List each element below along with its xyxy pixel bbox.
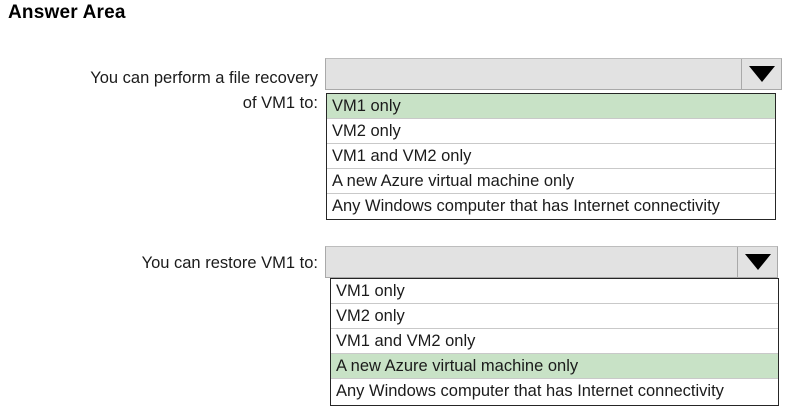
page-title: Answer Area [8,2,126,23]
option-label: VM1 and VM2 only [336,332,476,350]
option-label: A new Azure virtual machine only [336,357,579,375]
list-item[interactable]: VM2 only [331,304,778,329]
dropdown-restore-vm1-value[interactable] [326,247,737,277]
option-label: VM2 only [332,122,401,140]
dropdown-restore-vm1-toggle[interactable] [737,247,777,277]
list-item[interactable]: A new Azure virtual machine only [327,169,775,194]
list-item[interactable]: VM1 only [331,279,778,304]
chevron-down-icon [748,66,775,82]
list-item[interactable]: A new Azure virtual machine only [331,354,778,379]
question-label-line-1: You can restore VM1 to: [141,254,318,272]
dropdown-file-recovery-options[interactable]: VM1 only VM2 only VM1 and VM2 only A new… [326,93,776,220]
option-label: VM2 only [336,307,405,325]
option-label: VM1 only [336,282,405,300]
chevron-down-icon [744,254,771,270]
dropdown-file-recovery-toggle[interactable] [741,59,781,89]
list-item[interactable]: VM1 and VM2 only [331,329,778,354]
question-label-restore-vm1: You can restore VM1 to: [0,251,318,276]
list-item[interactable]: VM1 and VM2 only [327,144,775,169]
option-label: VM1 only [332,97,401,115]
question-label-line-2: of VM1 to: [242,94,318,112]
list-item[interactable]: Any Windows computer that has Internet c… [327,194,775,219]
option-label: Any Windows computer that has Internet c… [336,382,724,400]
dropdown-restore-vm1[interactable] [325,246,778,278]
dropdown-file-recovery-value[interactable] [326,59,741,89]
question-label-file-recovery: You can perform a file recovery of VM1 t… [0,66,318,116]
list-item[interactable]: VM1 only [327,94,775,119]
list-item[interactable]: VM2 only [327,119,775,144]
option-label: Any Windows computer that has Internet c… [332,197,720,215]
list-item[interactable]: Any Windows computer that has Internet c… [331,379,778,404]
option-label: VM1 and VM2 only [332,147,472,165]
option-label: A new Azure virtual machine only [332,172,575,190]
question-label-line-1: You can perform a file recovery [90,69,318,87]
dropdown-restore-vm1-options[interactable]: VM1 only VM2 only VM1 and VM2 only A new… [330,278,779,406]
dropdown-file-recovery[interactable] [325,58,782,90]
